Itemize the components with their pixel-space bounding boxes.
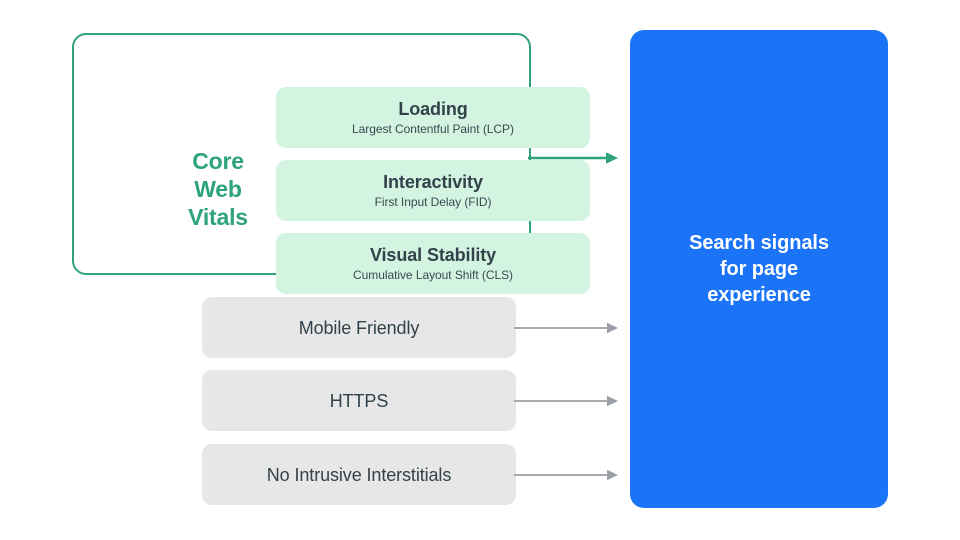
vital-card-title: Interactivity [383, 172, 483, 192]
core-web-vitals-group: Core Web Vitals Loading Largest Contentf… [72, 33, 590, 294]
core-web-vitals-label-line-2: Web [194, 176, 242, 202]
search-signals-panel: Search signals for page experience [630, 30, 888, 508]
no-intrusive-interstitials-arrow [514, 469, 618, 481]
https-arrow [514, 395, 618, 407]
signal-card-https: HTTPS [202, 370, 516, 431]
signal-card-title: Mobile Friendly [298, 317, 420, 338]
core-web-vitals-label: Core Web Vitals [170, 147, 266, 231]
vital-card-title: Loading [398, 99, 468, 119]
search-signals-line-2: for page [719, 258, 799, 280]
signal-card-title: No Intrusive Interstitials [266, 464, 452, 485]
search-signals-line-1: Search signals [689, 232, 829, 254]
core-web-vitals-arrow [528, 152, 618, 164]
signal-card-mobile-friendly: Mobile Friendly [202, 297, 516, 358]
vital-card-interactivity: Interactivity First Input Delay (FID) [276, 160, 590, 221]
vital-card-loading: Loading Largest Contentful Paint (LCP) [276, 87, 590, 148]
vital-card-subtitle: First Input Delay (FID) [374, 195, 492, 209]
signal-card-title: HTTPS [329, 390, 389, 411]
search-signals-text: Search signals for page experience [671, 230, 847, 308]
core-web-vitals-label-line-3: Vitals [188, 204, 248, 230]
core-web-vitals-label-line-1: Core [192, 148, 244, 174]
vital-card-title: Visual Stability [369, 245, 497, 265]
vital-card-subtitle: Largest Contentful Paint (LCP) [352, 122, 514, 136]
signal-card-no-intrusive-interstitials: No Intrusive Interstitials [202, 444, 516, 505]
vital-card-subtitle: Cumulative Layout Shift (CLS) [353, 268, 513, 282]
search-signals-line-3: experience [707, 284, 811, 306]
mobile-friendly-arrow [514, 322, 618, 334]
vital-card-visual-stability: Visual Stability Cumulative Layout Shift… [276, 233, 590, 294]
